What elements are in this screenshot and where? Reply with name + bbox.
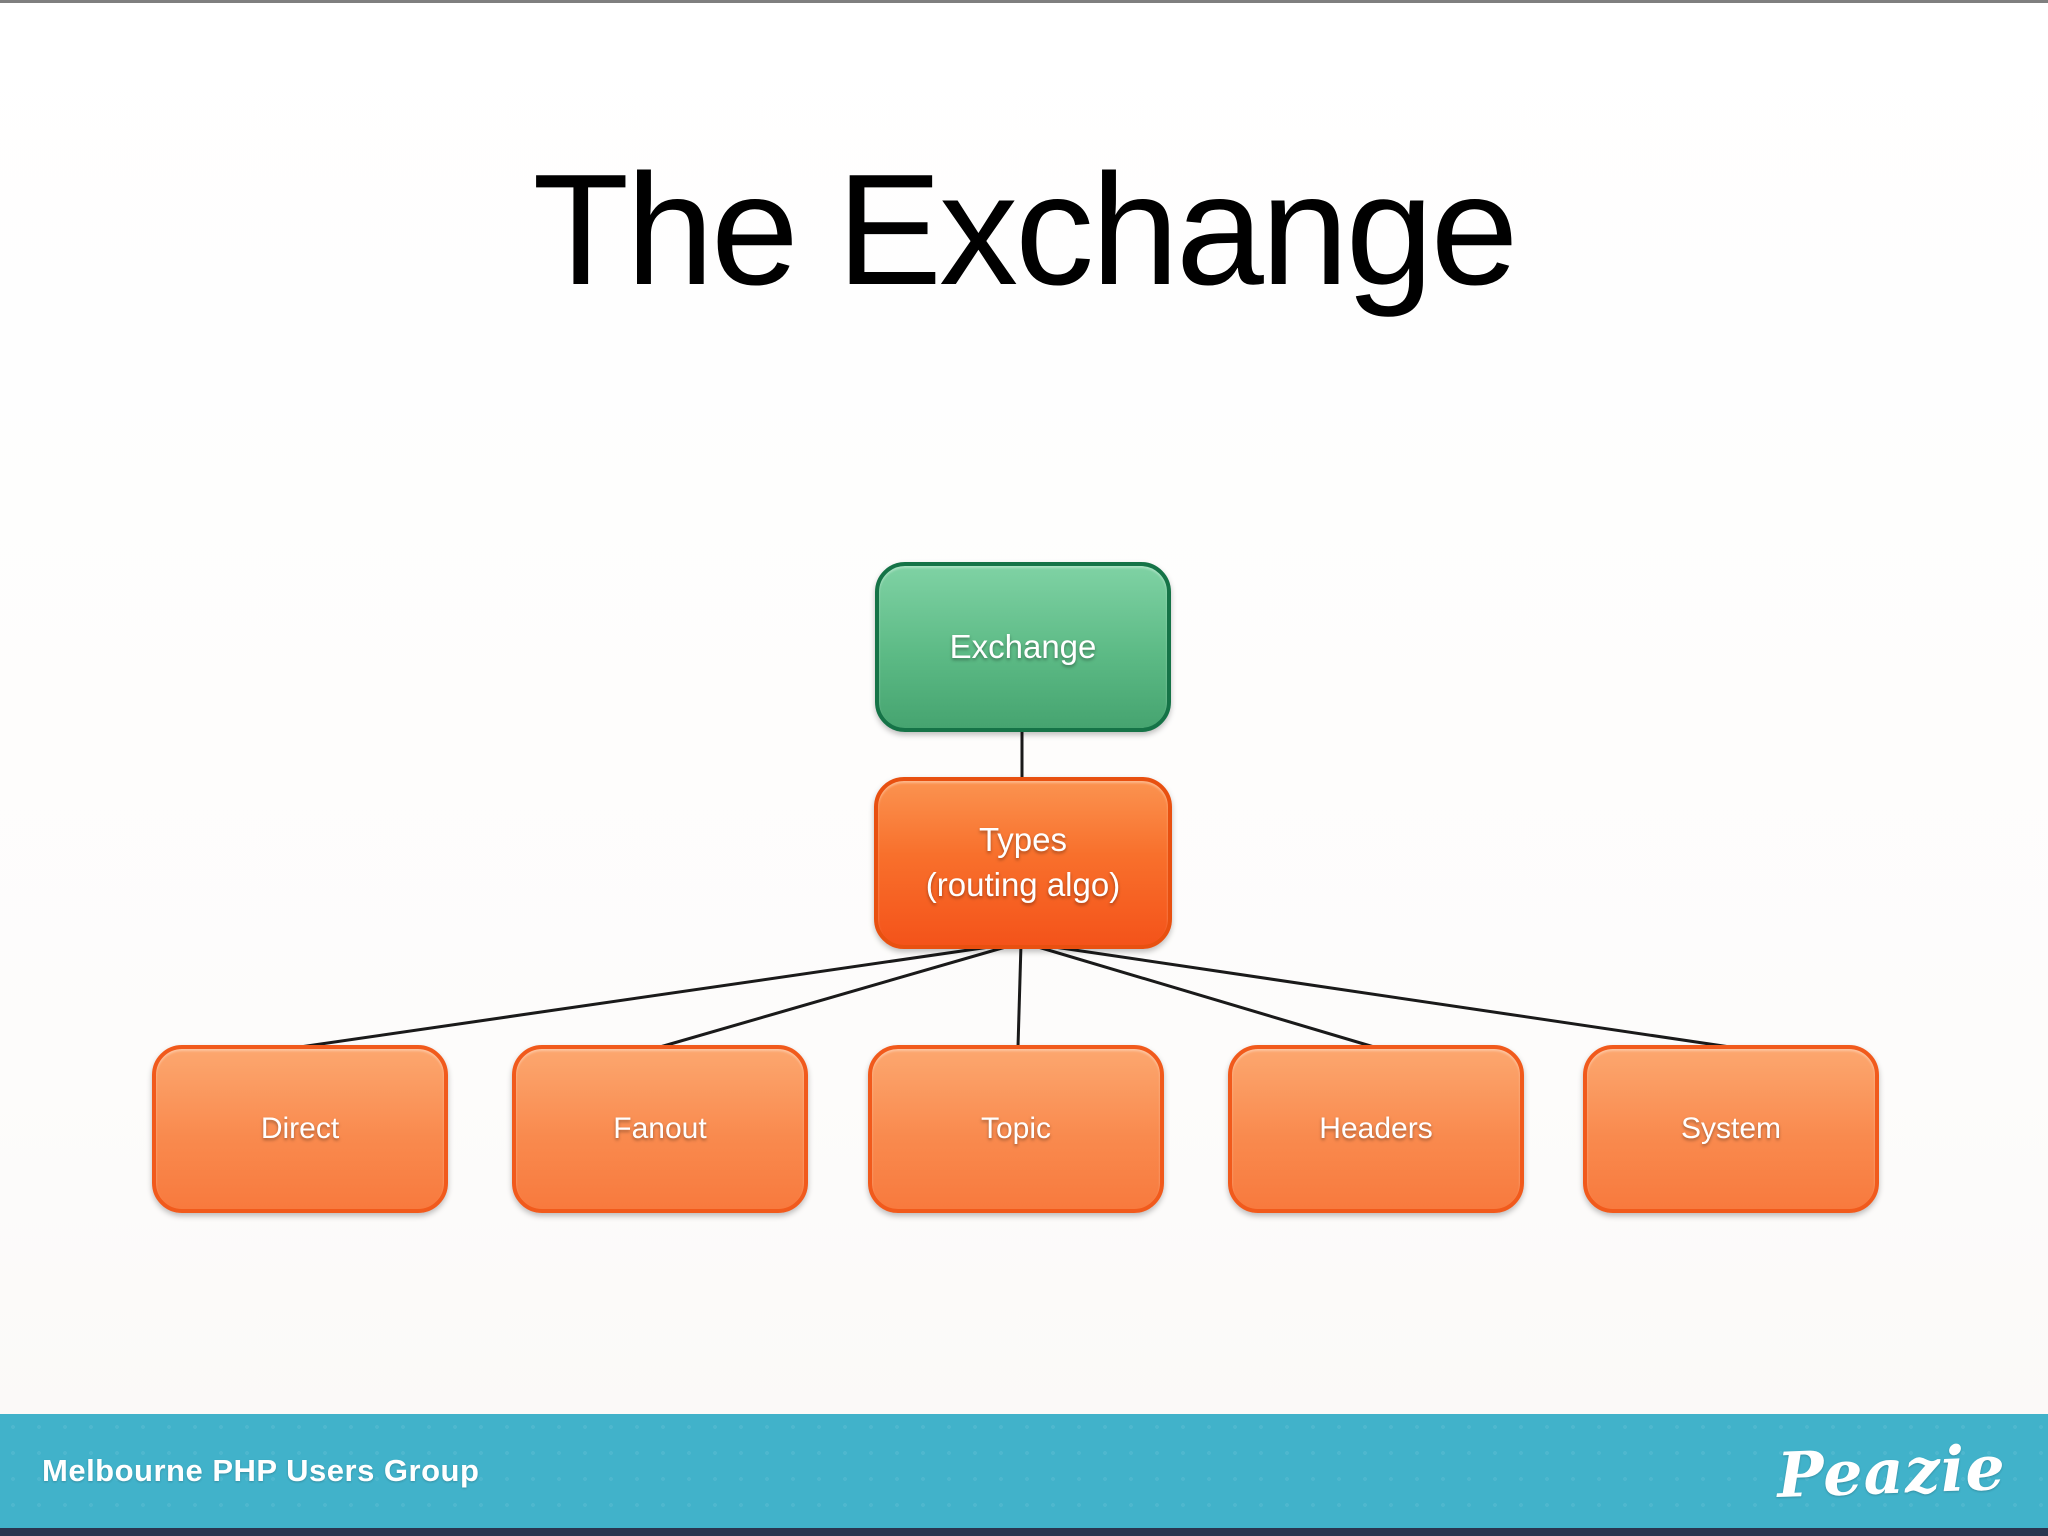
- diagram-node-exchange: Exchange: [875, 562, 1171, 732]
- diagram-node-topic: Topic: [868, 1045, 1164, 1213]
- diagram-node-types-line2: (routing algo): [925, 866, 1121, 903]
- diagram-node-direct-label: Direct: [260, 1112, 340, 1145]
- footer-group-name: Melbourne PHP Users Group: [42, 1453, 480, 1488]
- diagram-node-direct: Direct: [152, 1045, 448, 1213]
- peazie-logo: Peazie: [1775, 1430, 2008, 1512]
- edge-types-system: [1033, 942, 1731, 1049]
- diagram-node-fanout: Fanout: [512, 1045, 808, 1213]
- diagram-node-system-label: System: [1680, 1112, 1782, 1145]
- diagram-node-headers-label: Headers: [1319, 1112, 1433, 1145]
- edge-types-topic: [1016, 943, 1023, 1048]
- diagram-node-fanout-label: Fanout: [613, 1112, 707, 1145]
- diagram-node-types: Types (routing algo): [874, 777, 1172, 949]
- diagram-node-system: System: [1583, 1045, 1879, 1213]
- top-border-line: [0, 0, 2048, 3]
- slide-title: The Exchange: [532, 142, 1519, 318]
- edge-types-headers: [1027, 942, 1375, 1049]
- footer-bar: Melbourne PHP Users Group Peazie: [0, 1414, 2048, 1528]
- footer-bottom-line: [0, 1528, 2048, 1536]
- diagram-node-topic-label: Topic: [980, 1112, 1052, 1145]
- diagram-node-headers: Headers: [1228, 1045, 1524, 1213]
- edge-types-fanout: [659, 942, 1017, 1049]
- diagram-node-types-line1: Types: [978, 821, 1068, 859]
- edge-types-direct: [299, 942, 1011, 1049]
- diagram-node-types-label: Types (routing algo): [926, 818, 1120, 907]
- diagram-node-exchange-label: Exchange: [949, 628, 1097, 665]
